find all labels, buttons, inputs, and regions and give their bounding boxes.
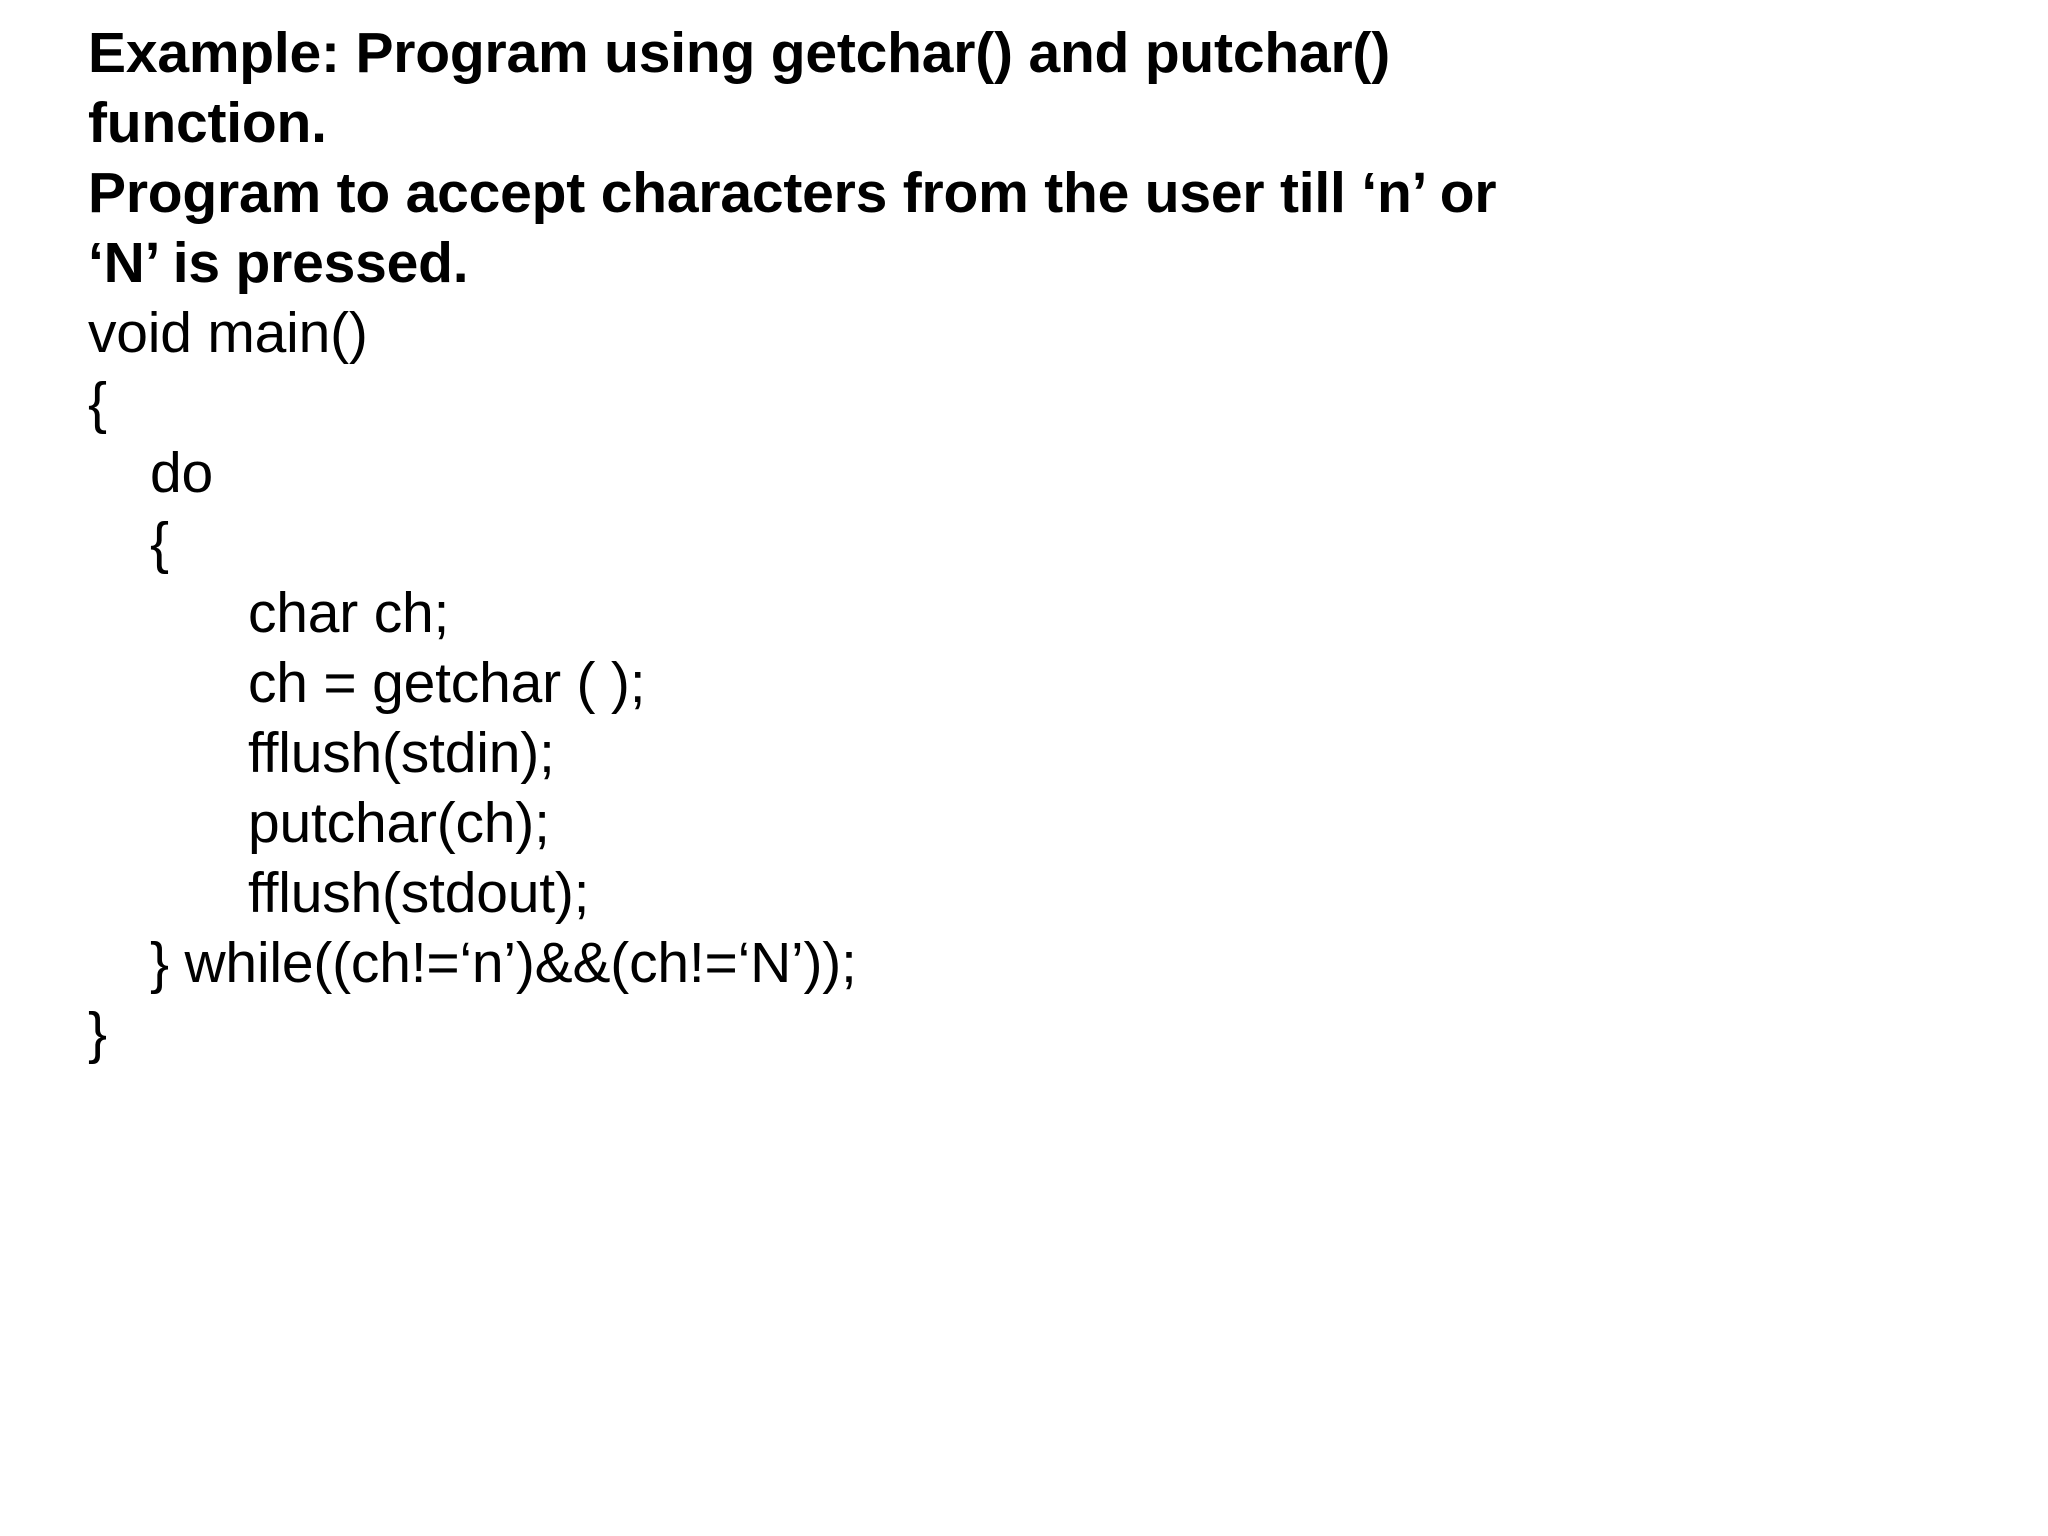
code-line-open-brace-outer: {	[88, 371, 107, 435]
code-block: void main() { do { char ch; ch = getchar…	[88, 298, 1988, 1068]
code-line-open-brace-inner: {	[150, 511, 169, 575]
code-line-void-main: void main()	[88, 301, 368, 365]
code-line-putchar: putchar(ch);	[248, 791, 550, 855]
code-line-while-condition: } while((ch!=‘n’)&&(ch!=‘N’));	[150, 931, 857, 995]
heading-line-3: Program to accept characters from the us…	[88, 161, 1497, 225]
heading-line-1: Example: Program using getchar() and put…	[88, 21, 1390, 85]
code-line-getchar: ch = getchar ( );	[248, 651, 646, 715]
code-line-do: do	[150, 441, 214, 505]
code-line-fflush-stdout: fflush(stdout);	[248, 861, 590, 925]
heading-line-2: function.	[88, 91, 327, 155]
code-line-fflush-stdin: fflush(stdin);	[248, 721, 555, 785]
code-line-char-ch: char ch;	[248, 581, 450, 645]
code-line-close-brace-outer: }	[88, 1001, 107, 1065]
slide-content: Example: Program using getchar() and put…	[88, 18, 1988, 1068]
heading-line-4: ‘N’ is pressed.	[88, 231, 469, 295]
